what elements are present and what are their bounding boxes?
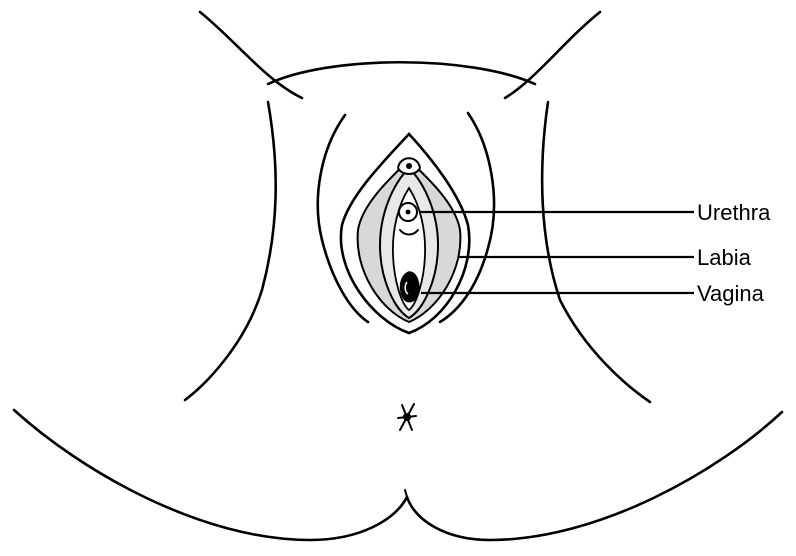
labia-label: Labia <box>697 245 752 270</box>
right-thigh-line <box>542 102 650 402</box>
left-buttock <box>14 410 407 540</box>
urethral-dot <box>406 210 411 215</box>
vaginal-opening <box>400 272 419 302</box>
clitoris <box>406 163 412 169</box>
left-thigh-line <box>185 102 276 400</box>
vulva <box>341 134 469 333</box>
top-curve <box>268 62 535 84</box>
right-buttock <box>407 412 782 540</box>
left-upper-crease <box>200 12 302 98</box>
anus <box>398 404 416 430</box>
right-upper-crease <box>505 12 600 98</box>
urethra-label: Urethra <box>697 200 771 225</box>
gluteal-cleft <box>405 490 407 497</box>
vagina-label: Vagina <box>697 281 765 306</box>
